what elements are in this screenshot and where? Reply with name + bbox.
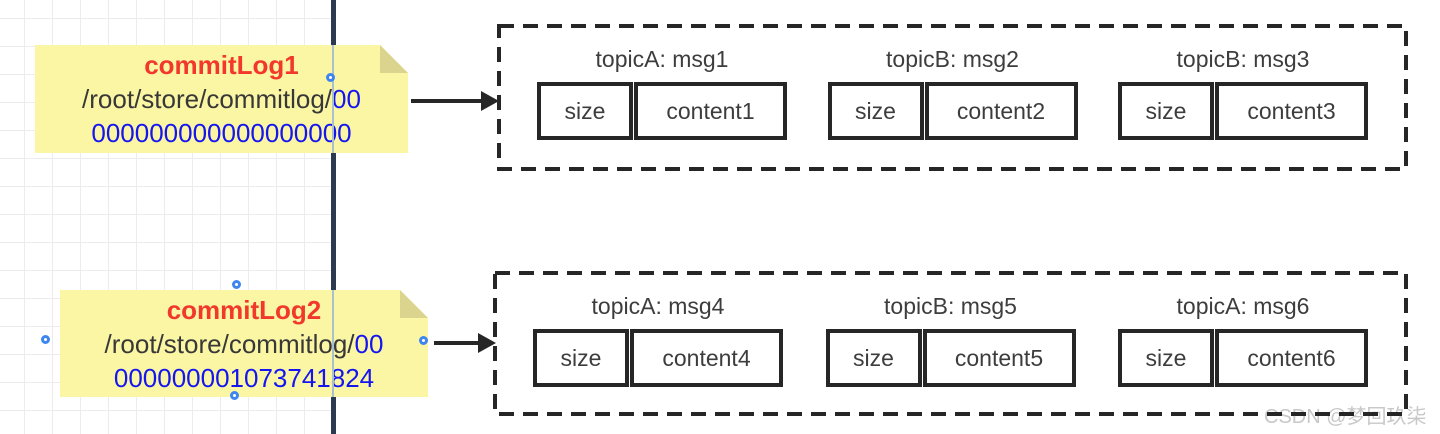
note-title: commitLog2 bbox=[166, 295, 322, 325]
note-path-line1: /root/store/commitlog/00 bbox=[35, 82, 408, 116]
watermark: CSDN @梦回玖柒 bbox=[1264, 406, 1427, 428]
message-row: size content4 bbox=[533, 329, 783, 387]
dashed-border bbox=[497, 24, 1408, 171]
message-row: size content5 bbox=[825, 329, 1076, 387]
message-row: size content6 bbox=[1118, 329, 1368, 387]
content-cell[interactable]: content1 bbox=[634, 82, 787, 140]
size-cell[interactable]: size bbox=[1118, 82, 1214, 140]
note-path-highlight: 00 bbox=[332, 84, 361, 114]
content-cell[interactable]: content4 bbox=[630, 329, 783, 387]
note-commitlog1[interactable]: commitLog1 /root/store/commitlog/00 0000… bbox=[35, 45, 408, 153]
message-label: topicB: msg2 bbox=[886, 46, 1019, 72]
message-entry[interactable]: topicB: msg5 size content5 bbox=[825, 293, 1076, 416]
note-path-highlight: 00 bbox=[354, 329, 384, 359]
connection-point[interactable] bbox=[419, 336, 428, 345]
vertical-line-overlay bbox=[332, 290, 334, 397]
arrowhead-icon bbox=[478, 333, 496, 353]
connection-point[interactable] bbox=[232, 280, 241, 289]
note-title: commitLog1 bbox=[144, 50, 299, 80]
message-label: topicA: msg4 bbox=[591, 293, 725, 319]
connection-point[interactable] bbox=[230, 391, 239, 400]
note-path-prefix: /root/store/commitlog/ bbox=[82, 84, 333, 114]
message-entry[interactable]: topicA: msg1 size content1 bbox=[537, 46, 787, 171]
message-label: topicA: msg6 bbox=[1176, 293, 1310, 319]
arrow-connector[interactable] bbox=[411, 99, 481, 103]
note-commitlog2[interactable]: commitLog2 /root/store/commitlog/00 0000… bbox=[60, 290, 428, 397]
message-row: size content3 bbox=[1118, 82, 1368, 140]
message-row: size content1 bbox=[537, 82, 787, 140]
vertical-line-overlay bbox=[332, 45, 334, 153]
message-entry[interactable]: topicB: msg2 size content2 bbox=[827, 46, 1078, 171]
size-cell[interactable]: size bbox=[1118, 329, 1214, 387]
size-cell[interactable]: size bbox=[827, 82, 924, 140]
commitlog2-message-container[interactable]: topicA: msg4 size content4 topicB: msg5 … bbox=[493, 271, 1408, 416]
connection-point[interactable] bbox=[41, 335, 50, 344]
arrowhead-icon bbox=[481, 91, 499, 111]
commitlog1-message-container[interactable]: topicA: msg1 size content1 topicB: msg2 … bbox=[497, 24, 1408, 171]
message-entry[interactable]: topicB: msg3 size content3 bbox=[1118, 46, 1368, 171]
message-label: topicB: msg5 bbox=[884, 293, 1017, 319]
connection-point[interactable] bbox=[326, 73, 335, 82]
content-cell[interactable]: content5 bbox=[922, 329, 1076, 387]
size-cell[interactable]: size bbox=[533, 329, 629, 387]
message-row: size content2 bbox=[827, 82, 1078, 140]
content-cell[interactable]: content6 bbox=[1215, 329, 1368, 387]
message-entry[interactable]: topicA: msg6 size content6 bbox=[1118, 293, 1368, 416]
content-cell[interactable]: content2 bbox=[924, 82, 1078, 140]
message-label: topicB: msg3 bbox=[1176, 46, 1310, 72]
note-path-line2: 000000001073741824 bbox=[113, 363, 375, 393]
note-path-line1: /root/store/commitlog/00 bbox=[60, 327, 428, 361]
message-label: topicA: msg1 bbox=[595, 46, 729, 72]
note-path-prefix: /root/store/commitlog/ bbox=[104, 329, 355, 359]
arrow-connector[interactable] bbox=[434, 341, 478, 345]
size-cell[interactable]: size bbox=[825, 329, 922, 387]
content-cell[interactable]: content3 bbox=[1215, 82, 1368, 140]
vertical-divider-line[interactable] bbox=[331, 0, 336, 434]
message-entry[interactable]: topicA: msg4 size content4 bbox=[533, 293, 783, 416]
size-cell[interactable]: size bbox=[537, 82, 633, 140]
note-path-line2: 000000000000000000 bbox=[91, 118, 352, 148]
